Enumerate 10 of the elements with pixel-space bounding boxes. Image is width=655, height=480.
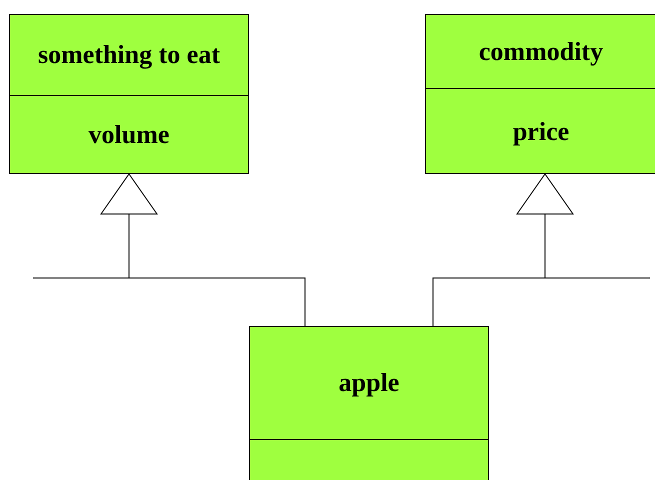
class-name: apple <box>338 368 400 398</box>
attribute-name: price <box>512 116 570 146</box>
class-box <box>9 14 249 174</box>
class-name: something to eat <box>38 40 220 70</box>
class-box <box>425 14 655 174</box>
class-box <box>249 326 489 480</box>
attribute-name: volume <box>88 120 170 150</box>
class-name: commodity <box>478 36 604 66</box>
generalization-arrow <box>432 174 574 326</box>
generalization-arrow <box>100 174 306 326</box>
